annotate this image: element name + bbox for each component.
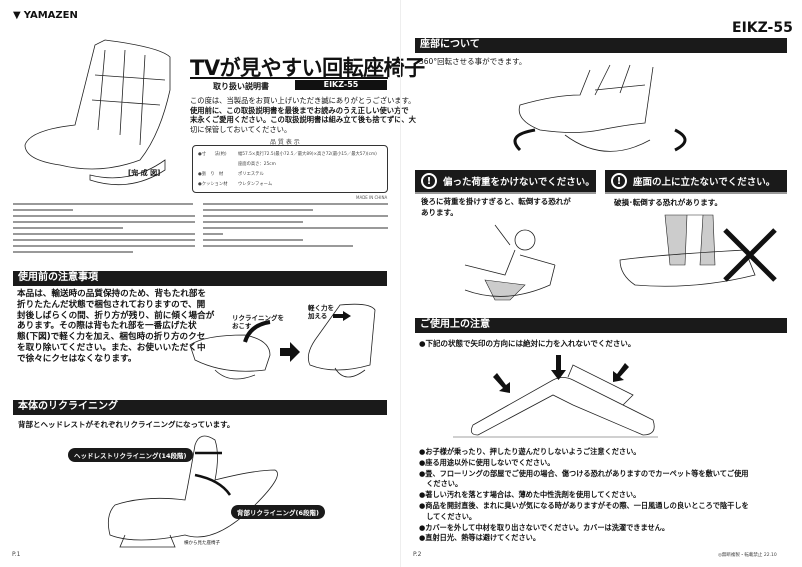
down-arrow-icons — [493, 355, 629, 393]
body-line: あります。その際は背もたれ部を一番広げた状 — [17, 321, 197, 332]
page-divider — [400, 0, 401, 567]
body-line: 封後しばらくの間、折り方が残り、前に傾く場合が — [17, 310, 215, 321]
warning-header-no-standing: !座面の上に立たないでください。 — [605, 170, 787, 194]
page-number-2: P.2 — [413, 551, 422, 558]
folded-flat-chair-illustration — [453, 355, 658, 438]
caution-item: ●商品を開封直後、まれに臭いが気になる時がありますがその際、一日風通しの良いとこ… — [419, 500, 749, 510]
seat-body: 360°回転させる事ができます。 — [419, 57, 527, 66]
swivel-chair-illustration — [513, 64, 687, 152]
rotate-arrow-icon — [513, 128, 536, 152]
falling-person-illustration — [464, 224, 556, 301]
yamazen-logo-icon: ▼ — [13, 10, 21, 21]
prohibited-x-icon — [723, 228, 777, 282]
body-line: 態(下図)で軽く力を加え、梱包時の折り方のクセ — [17, 332, 206, 343]
precautions-body: 本品は、輸送時の品質保持のため、背もたれ部を 折りたたんだ状態で梱包されておりま… — [17, 289, 214, 365]
folded-chair-illustration — [189, 303, 376, 380]
origin-label: MADE IN CHINA — [356, 195, 388, 200]
caution-item: ●著しい汚れを落とす場合は、薄めた中性洗剤を使用してください。 — [419, 490, 641, 500]
warning-1-body: 後ろに荷重を掛けすぎると、転倒する恐れがあります。 — [421, 197, 571, 217]
page-title: TVが見やすい回転座椅子 — [190, 56, 425, 80]
standing-on-seat-illustration — [619, 214, 777, 287]
brand-name: YAMAZEN — [23, 10, 78, 21]
completed-figure-label: [完 成 図] — [128, 169, 161, 177]
body-line: 本品は、輸送時の品質保持のため、背もたれ部を — [17, 289, 207, 299]
model-number: EIKZ-55 — [732, 20, 793, 36]
section-header-cautions: ご使用上の注意 — [415, 318, 787, 333]
reclining-body: 背部とヘッドレストがそれぞれリクライニングになっています。 — [18, 420, 235, 429]
caution-item: ●座る用途以外に使用しないでください。 — [419, 457, 555, 467]
push-arrow-icon — [333, 311, 351, 321]
section-header-precautions: 使用前の注意事項 — [13, 271, 387, 286]
quality-box: ●寸 法(約)幅57.5×奥行72.5(最小72.5／最大89)×高さ72(最小… — [192, 145, 388, 193]
intro-line: この度は、当製品をお買い上げいただき誠にありがとうございます。 — [190, 96, 416, 105]
section-header-seat: 座部について — [415, 38, 787, 53]
quality-row: ●寸 法(約)幅57.5×奥行72.5(最小72.5／最大89)×高さ72(最小… — [198, 152, 377, 157]
caution-item: ●畳、フローリングの部屋でご使用の場合、傷つける恐れがありますのでカーペット等を… — [419, 468, 749, 478]
quality-row: ●張 り 材ポリエステル — [198, 172, 264, 177]
quality-heading: 品 質 表 示 — [270, 139, 300, 146]
caution-item: ●カバーを外して中材を取り出さないでください。カバーは洗濯できません。 — [419, 522, 670, 532]
body-line: で徐々にクセはなくなります。 — [17, 353, 137, 364]
arrow-right-icon — [280, 342, 300, 362]
warning-2-body: 破損･転倒する恐れがあります。 — [614, 198, 722, 207]
brand-logo: ▼YAMAZEN — [13, 10, 78, 21]
caution-item: してください。 — [419, 511, 477, 521]
label-raise-reclining: リクライニングをおこす — [232, 314, 284, 330]
intro-line: 切に保管しておいてください。 — [190, 124, 292, 134]
model-badge: EIKZ-55 — [295, 80, 387, 90]
copyright-footer: ◎無断複製・転載禁止 22.10 — [718, 553, 777, 558]
back-reclining-label: 背部リクライニング(6段階) — [231, 505, 325, 519]
quality-row: 座面の高さ：25cm — [238, 162, 276, 167]
manual-subtitle: 取り扱い説明書 — [213, 82, 269, 91]
intro-line: 使用前に、この取扱説明書を最後までお読みのうえ正しい使い方で — [190, 105, 409, 115]
caution-item: ●お子様が乗ったり、押したり遊んだりしないようご注意ください。 — [419, 447, 641, 456]
label-push-lightly: 軽く力を加える — [308, 304, 334, 320]
caution-item: ●直射日光、熱等は避けてください。 — [419, 533, 541, 543]
cautions-lead: ●下記の状態で矢印の方向には絶対に力を入れないでください。 — [419, 339, 636, 348]
chair-illustration — [24, 39, 171, 186]
body-line: 折りたたんだ状態で梱包されておりますので、開 — [17, 299, 206, 310]
intro-text: この度は、当製品をお買い上げいただき誠にありがとうございます。 使用前に、この取… — [190, 96, 416, 134]
reclining-side-view-illustration — [107, 435, 278, 548]
warning-header-uneven-load: !偏った荷重をかけないでください。 — [415, 170, 596, 194]
body-line: を取り除いてください。また、お使いいただく中 — [17, 342, 206, 353]
exclamation-icon: ! — [611, 173, 627, 189]
page-number-1: P.1 — [12, 551, 21, 558]
side-view-label: 横から見た座椅子 — [184, 541, 220, 546]
intro-line: 末永くご愛用ください。この取扱説明書は組み立て後も捨てずに、大 — [190, 115, 416, 125]
section-header-reclining: 本体のリクライニング — [13, 400, 387, 415]
rotate-arrow-icon — [674, 128, 687, 152]
headrest-reclining-label: ヘッドレストリクライニング(14段階) — [68, 448, 193, 462]
quality-row: ●クッション材ウレタンフォーム — [198, 182, 273, 187]
caution-item: ください。 — [419, 479, 463, 489]
title-rule — [190, 77, 388, 79]
cautions-list: ●お子様が乗ったり、押したり遊んだりしないようご注意ください。 ●座る用途以外に… — [419, 447, 749, 544]
fine-print-notes — [13, 203, 388, 253]
exclamation-icon: ! — [421, 173, 437, 189]
